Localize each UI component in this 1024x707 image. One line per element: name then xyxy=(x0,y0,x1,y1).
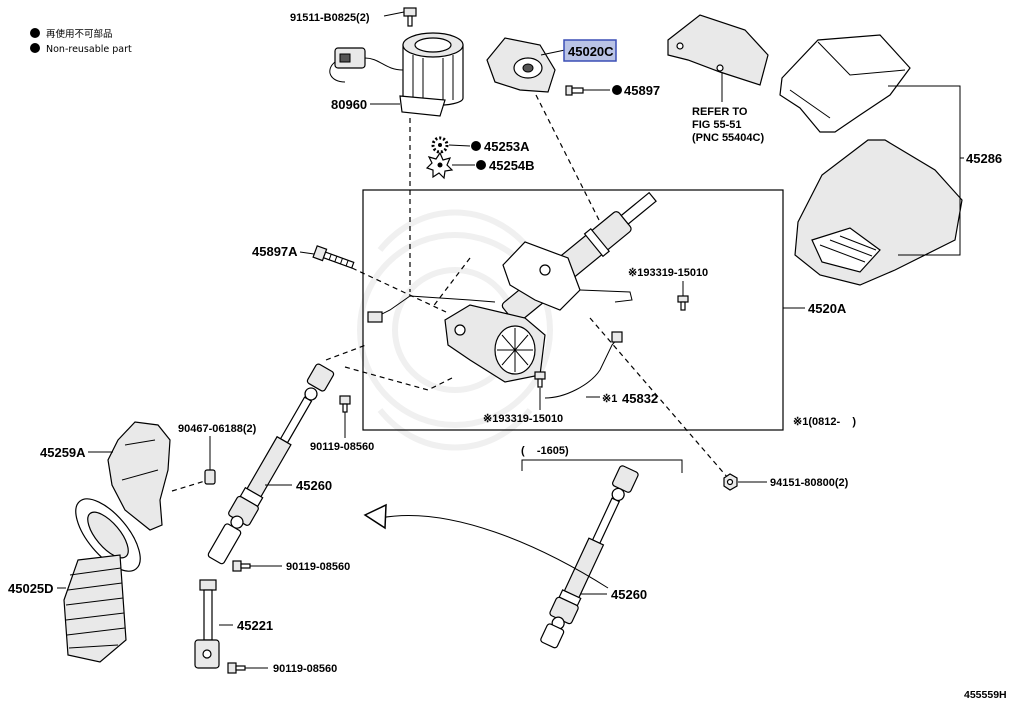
watermark-emblem xyxy=(357,209,553,451)
motor-part xyxy=(329,32,464,117)
label-clip[interactable]: 90467-06188(2) xyxy=(178,423,257,435)
non-reusable-marker-icon xyxy=(471,141,481,151)
bolt-upper-part xyxy=(677,295,689,311)
label-bolt-upper[interactable]: ※193319-15010 xyxy=(628,267,708,279)
bolt-90119-a-part xyxy=(339,395,351,413)
range-bracket xyxy=(521,459,683,473)
tilt-bracket-part xyxy=(502,241,633,311)
bolt-lower-part xyxy=(534,371,546,388)
label-boot[interactable]: 45025D xyxy=(8,581,54,596)
motor-harness-part xyxy=(367,295,496,323)
label-refer-line2[interactable]: FIG 55-51 xyxy=(692,119,742,131)
label-shaft-left[interactable]: 45260 xyxy=(296,478,332,493)
bolt-90119-b-part xyxy=(232,560,251,572)
label-bolt-top[interactable]: 91511-B0825(2) xyxy=(290,12,370,24)
boot-part xyxy=(63,498,141,663)
label-motor[interactable]: 80960 xyxy=(331,97,367,112)
label-sensor-selected[interactable]: 45020C xyxy=(568,44,614,59)
harness-45832-part xyxy=(544,331,623,399)
legend-text-en: Non-reusable part xyxy=(46,44,132,55)
label-harness[interactable]: 45832 xyxy=(622,391,658,406)
label-boot-cover[interactable]: 45259A xyxy=(40,445,86,460)
intermediate-shaft-right-part xyxy=(540,465,639,649)
label-bolt-lower[interactable]: ※193319-15010 xyxy=(483,413,563,425)
torque-sensor-part xyxy=(486,37,556,93)
label-range-right: ( -1605) xyxy=(521,445,569,457)
gear-housing-part xyxy=(444,304,546,383)
legend-bullet-icon xyxy=(30,43,40,53)
gear-45253a-part xyxy=(431,136,449,154)
label-gear-45253a[interactable]: 45253A xyxy=(484,139,530,154)
intermediate-shaft-left-part xyxy=(207,363,335,565)
screw-45897-part xyxy=(565,85,584,96)
selected-part-highlight-border xyxy=(563,39,617,62)
column-cover-refer-part xyxy=(667,14,769,86)
label-screw-45897[interactable]: 45897 xyxy=(624,83,660,98)
selected-part-highlight xyxy=(564,40,616,61)
clip-part xyxy=(204,469,216,485)
label-bolt-45897a[interactable]: 45897A xyxy=(252,244,298,259)
legend-text-jp: 再使用不可部品 xyxy=(46,28,113,40)
direction-arrow-icon xyxy=(363,503,609,589)
label-column-assy[interactable]: 4520A xyxy=(808,301,847,316)
label-shaft-right[interactable]: 45260 xyxy=(611,587,647,602)
boot-cover-part xyxy=(107,421,171,531)
non-reusable-marker-icon xyxy=(476,160,486,170)
label-gear-45254b[interactable]: 45254B xyxy=(489,158,535,173)
bolt-90119-c-part xyxy=(227,662,246,674)
legend-bullet-icon xyxy=(30,28,40,38)
label-bolt-90119-b[interactable]: 90119-08560 xyxy=(286,561,350,573)
nut-part xyxy=(723,473,738,491)
label-nut[interactable]: 94151-80800(2) xyxy=(770,477,849,489)
shaft-45221-part xyxy=(194,579,220,669)
label-note-range: ※1(0812- ) xyxy=(793,416,856,428)
label-cover[interactable]: 45286 xyxy=(966,151,1002,166)
bolt-top-part xyxy=(403,7,417,27)
upper-cover-part xyxy=(779,34,911,133)
legend: 再使用不可部品 Non-reusable part xyxy=(30,28,132,55)
label-shaft-45221[interactable]: 45221 xyxy=(237,618,273,633)
cover-bracket xyxy=(888,85,964,256)
label-refer-line1: REFER TO xyxy=(692,106,748,118)
non-reusable-marker-icon xyxy=(612,85,622,95)
figure-id: 455559H xyxy=(964,689,1007,701)
label-bolt-90119-a[interactable]: 90119-08560 xyxy=(310,441,374,453)
gear-45254b-part xyxy=(425,151,454,180)
column-assembly-frame xyxy=(362,189,784,431)
lower-cover-part xyxy=(794,139,963,286)
label-bolt-90119-c[interactable]: 90119-08560 xyxy=(273,663,337,675)
bolt-45897a-part xyxy=(312,245,355,269)
label-note-mark: ※1 xyxy=(602,393,617,405)
label-refer-line3[interactable]: (PNC 55404C) xyxy=(692,132,764,144)
leader-lines xyxy=(57,11,805,669)
guide-lines xyxy=(171,94,729,492)
